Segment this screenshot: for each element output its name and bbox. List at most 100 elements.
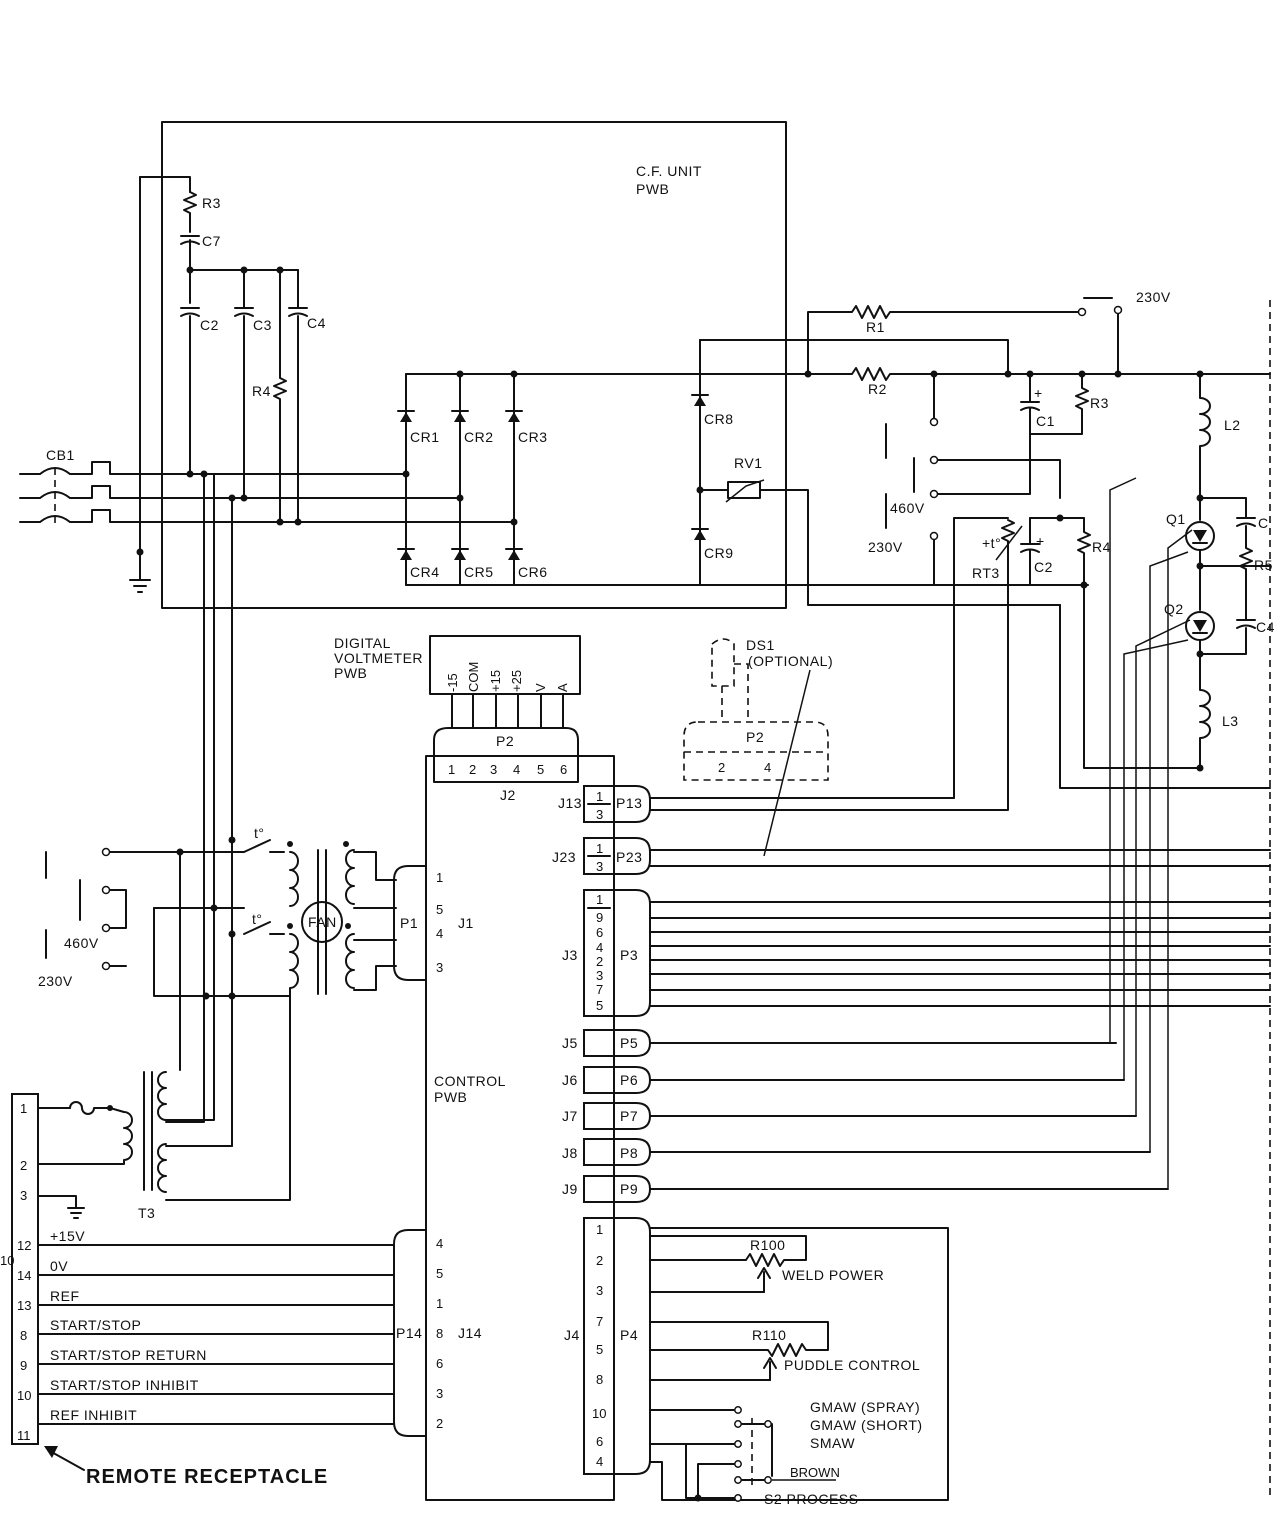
signal-start-stop-return: START/STOP RETURN bbox=[50, 1347, 207, 1363]
connector-j8: J8 P8 bbox=[562, 1138, 1151, 1166]
j14-pin-5: 5 bbox=[436, 1266, 443, 1281]
label-cr5: CR5 bbox=[464, 564, 494, 580]
label-c4-edge: C4 bbox=[1256, 619, 1275, 635]
remote-pin-1: 1 bbox=[20, 1101, 27, 1116]
remote-pin-13: 13 bbox=[17, 1298, 31, 1313]
label-thermo-1: t° bbox=[254, 825, 265, 841]
label-p6: P6 bbox=[620, 1072, 638, 1088]
label-cr1: CR1 bbox=[410, 429, 440, 445]
label-460v-left: 460V bbox=[64, 935, 99, 951]
label-t3: T3 bbox=[138, 1205, 155, 1221]
j2-pin-4: 4 bbox=[513, 762, 520, 777]
j3-pin-1: 1 bbox=[596, 892, 603, 907]
control-title-1: CONTROL bbox=[434, 1073, 506, 1089]
ds1-label: DS1 bbox=[746, 637, 775, 653]
remote-pin-11: 11 bbox=[17, 1428, 31, 1443]
remote-pin-10: 10 bbox=[17, 1388, 31, 1403]
j1-pin-3: 3 bbox=[436, 960, 443, 975]
signal-start-stop: START/STOP bbox=[50, 1317, 141, 1333]
signal-0v: 0V bbox=[50, 1258, 68, 1274]
j3-pin-6: 6 bbox=[596, 925, 603, 940]
label-cb1: CB1 bbox=[46, 447, 75, 463]
j3-pin-4: 4 bbox=[596, 940, 603, 955]
label-p5: P5 bbox=[620, 1035, 638, 1051]
label-p14: P14 bbox=[396, 1325, 422, 1341]
connector-j4: 1 2 3 7 5 8 10 6 4 J4 P4 bbox=[564, 1217, 651, 1475]
label-c2-plus: + bbox=[1036, 533, 1045, 549]
j2-pin-2: 2 bbox=[469, 762, 476, 777]
remote-pin-3: 3 bbox=[20, 1188, 27, 1203]
signal-ref-inhibit: REF INHIBIT bbox=[50, 1407, 137, 1423]
j4-pin-6: 6 bbox=[596, 1434, 603, 1449]
label-q2: Q2 bbox=[1164, 601, 1184, 617]
label-cr9: CR9 bbox=[704, 545, 734, 561]
dvm-pin-v: V bbox=[533, 683, 548, 692]
j4-pin-2: 2 bbox=[596, 1253, 603, 1268]
label-cr3: CR3 bbox=[518, 429, 548, 445]
label-j6: J6 bbox=[562, 1072, 578, 1088]
label-r2: R2 bbox=[868, 381, 887, 397]
label-j3: J3 bbox=[562, 947, 578, 963]
j14-pin-8: 8 bbox=[436, 1326, 443, 1341]
label-c1: C1 bbox=[1036, 413, 1055, 429]
j2-pin-6: 6 bbox=[560, 762, 567, 777]
label-p1: P1 bbox=[400, 915, 418, 931]
cf-unit-board: C.F. UNIT PWB bbox=[161, 121, 787, 609]
j3-pin-3: 3 bbox=[596, 968, 603, 983]
label-weld-power: WELD POWER bbox=[782, 1267, 884, 1283]
j14-pin-2: 2 bbox=[436, 1416, 443, 1431]
label-c3: C3 bbox=[253, 317, 272, 333]
label-j9: J9 bbox=[562, 1181, 578, 1197]
label-brown: BROWN bbox=[790, 1465, 840, 1480]
label-l3: L3 bbox=[1222, 713, 1239, 729]
label-r100: R100 bbox=[750, 1237, 785, 1253]
label-r4-right: R4 bbox=[1092, 539, 1111, 555]
connector-j6: J6 P6 bbox=[562, 1066, 1125, 1094]
cf-unit-subtitle: PWB bbox=[636, 181, 669, 197]
ds1-pin-2: 2 bbox=[718, 760, 725, 775]
label-p8: P8 bbox=[620, 1145, 638, 1161]
label-q1: Q1 bbox=[1166, 511, 1186, 527]
signal-15v: +15V bbox=[50, 1228, 85, 1244]
signal-ref: REF bbox=[50, 1288, 80, 1304]
connector-j23: 1 3 J23 P23 bbox=[552, 837, 1271, 875]
label-j14: J14 bbox=[458, 1325, 482, 1341]
front-panel-controls: R100 WELD POWER R110 PUDDLE CONTROL GMAW… bbox=[649, 1227, 949, 1507]
label-j8: J8 bbox=[562, 1145, 578, 1161]
label-c2-right: C2 bbox=[1034, 559, 1053, 575]
label-p13: P13 bbox=[616, 795, 642, 811]
j3-pin-5: 5 bbox=[596, 998, 603, 1013]
label-cr8: CR8 bbox=[704, 411, 734, 427]
connector-j7: J7 P7 bbox=[562, 1102, 1137, 1130]
dvm-pin-pos25: +25 bbox=[509, 670, 524, 692]
label-p7: P7 bbox=[620, 1108, 638, 1124]
remote-pin-14: 14 bbox=[17, 1268, 31, 1283]
j1-pin-5: 5 bbox=[436, 902, 443, 917]
dvm-title-2: VOLTMETER bbox=[334, 650, 423, 666]
j2-pin-5: 5 bbox=[537, 762, 544, 777]
j14-pin-1: 1 bbox=[436, 1296, 443, 1311]
j14-pin-3: 3 bbox=[436, 1386, 443, 1401]
remote-pin-8: 8 bbox=[20, 1328, 27, 1343]
label-c2-left: C2 bbox=[200, 317, 219, 333]
output-section: R1 230V R2 460V 230V + C1 R3 + C2 R4 bbox=[804, 289, 1275, 1188]
fan-transformer-section: 460V 230V t° t° FAN P1 1 5 4 bbox=[37, 473, 473, 1221]
label-c-edge: C bbox=[1258, 515, 1269, 531]
j23-pin-1: 1 bbox=[596, 841, 603, 856]
j4-pin-7: 7 bbox=[596, 1314, 603, 1329]
label-r3-left: R3 bbox=[202, 195, 221, 211]
j14-pin-6: 6 bbox=[436, 1356, 443, 1371]
label-c7: C7 bbox=[202, 233, 221, 249]
dvm-pin-neg15: -15 bbox=[445, 673, 460, 692]
label-fan: FAN bbox=[308, 914, 337, 930]
j4-pin-10: 10 bbox=[592, 1406, 606, 1421]
dvm-title-3: PWB bbox=[334, 665, 367, 681]
label-l2: L2 bbox=[1224, 417, 1241, 433]
j2-pin-1: 1 bbox=[448, 762, 455, 777]
label-gmaw-spray: GMAW (SPRAY) bbox=[810, 1399, 920, 1415]
label-p23: P23 bbox=[616, 849, 642, 865]
ds1-pin-4: 4 bbox=[764, 760, 771, 775]
label-j4: J4 bbox=[564, 1327, 580, 1343]
label-cr2: CR2 bbox=[464, 429, 494, 445]
